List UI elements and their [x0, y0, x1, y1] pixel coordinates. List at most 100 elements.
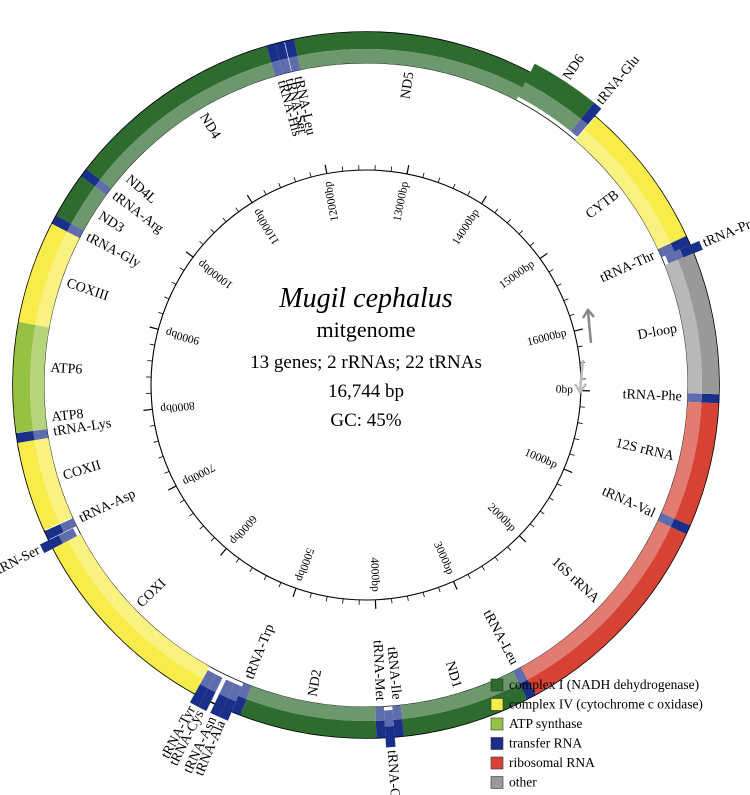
feature-trna-leu-30 [284, 39, 298, 59]
genome-subtitle: mitgenome [317, 317, 416, 342]
scale-tick [507, 546, 512, 551]
scale-tick [452, 183, 456, 189]
scale-tick [199, 240, 204, 245]
feature-trna-gln-7 [384, 725, 396, 748]
feature-trna-asp-17 [44, 524, 64, 540]
legend-swatch-other [490, 776, 504, 789]
feature-inner-trna-ser-16 [58, 528, 78, 544]
gene-label-atp6-21: ATP6 [50, 361, 83, 378]
scale-label: 11000bp [251, 206, 282, 246]
feature-trna-leu-4 [519, 679, 536, 700]
feature-inner-trna-phe-0 [687, 393, 702, 403]
scale-tick [452, 581, 458, 590]
feature-inner-trna-ser-29 [279, 58, 292, 74]
scale-label: 12000bp [322, 180, 341, 222]
scale-tick [179, 499, 185, 503]
feature-inner-trna-gly-23 [67, 223, 84, 238]
gene-label-nd3-24: ND3 [95, 209, 126, 236]
label-group-trna-ile-6: tRNA-Ile [384, 646, 404, 700]
scale-tick [149, 326, 159, 330]
scale-tick [199, 525, 204, 530]
scale-tick [539, 510, 545, 515]
scale-tick [179, 267, 185, 271]
gene-label-atp8-20: ATP8 [51, 407, 84, 425]
gene-label-coxi-15: COXI [134, 576, 169, 611]
scale-tick [529, 523, 535, 528]
feature-nd2-9 [240, 699, 377, 738]
gene-label-cytb-34: CYTB [583, 188, 622, 223]
feature-inner-trna-pro-36 [665, 249, 684, 264]
label-group-trna-glu-33: tRNA-Glu [594, 53, 643, 108]
gene-label-trna-thr-35: tRNA-Thr [598, 248, 658, 286]
feature-inner-trna-trp-10 [238, 682, 252, 700]
feature-trna-glu-33 [580, 102, 602, 125]
scale-tick [341, 166, 344, 172]
label-group-coxii-18: COXII [61, 458, 103, 484]
feature-trna-ser-16 [39, 535, 63, 554]
feature-nd6-32 [525, 63, 595, 119]
gene-label-coxii-18: COXII [61, 458, 103, 484]
scale-tick [507, 218, 511, 224]
scale-tick [164, 296, 170, 300]
feature-atp8-20 [13, 409, 34, 433]
gene-label-trna-glu-33: tRNA-Glu [594, 53, 643, 108]
feature-inner-nd5-31 [297, 49, 523, 101]
scale-label: 9000bp [164, 326, 201, 347]
scale-tick [167, 485, 177, 491]
scale-tick [577, 422, 583, 424]
label-group-nd6-32: ND6 [561, 52, 588, 83]
gene-label-d-loop-37: D-loop [637, 321, 679, 343]
scale-tick [342, 598, 344, 604]
species-name: Mugil cephalus [278, 283, 453, 314]
label-group-12s-rrna-1: 12S rRNA [614, 436, 676, 464]
feature-trna-lys-19 [16, 430, 35, 443]
feature-inner-nd6-32 [517, 82, 581, 132]
scale-tick [579, 406, 585, 408]
label-group-trna-phe-0: tRNA-Phe [622, 387, 682, 404]
scale-tick [548, 497, 554, 501]
forward-arrow [581, 307, 595, 344]
scale-tick [529, 242, 535, 247]
scale-label: 2000bp [485, 501, 518, 534]
scale-tick [249, 567, 253, 572]
scale-tick [143, 408, 153, 411]
scale-tick [563, 298, 569, 302]
scale-tick [438, 587, 441, 593]
scale-tick [539, 252, 548, 260]
scale-tick [556, 283, 562, 287]
feature-trna-gly-23 [51, 215, 72, 232]
scale-tick [235, 207, 240, 212]
feature-trna-ala-11 [219, 697, 236, 721]
feature-inner-trna-ile-6 [392, 705, 403, 720]
scale-tick [569, 453, 575, 456]
label-group-atp6-21: ATP6 [50, 361, 83, 378]
legend-swatch-rrna [490, 756, 504, 770]
scale-tick [548, 269, 554, 273]
label-group-trna-val-2: tRNA-Val [599, 484, 657, 521]
feature-trna-ile-6 [393, 719, 404, 737]
scale-tick [153, 440, 159, 443]
scale-label: 16000bp [526, 327, 568, 349]
label-group-trna-gln-7: tRNA-Gln [384, 750, 403, 795]
scale-tick [324, 164, 328, 174]
scale-tick [467, 574, 471, 579]
scale-tick [278, 582, 282, 588]
scale-tick [494, 556, 499, 562]
feature-inner-trna-tyr-14 [200, 670, 216, 689]
scale-tick [481, 195, 487, 204]
feature-d-loop-37 [677, 253, 719, 395]
feature-trna-ser-29 [275, 41, 289, 61]
feature-inner-trna-arg-25 [94, 179, 112, 195]
scale-tick [222, 217, 227, 223]
legend-swatch-complex-IV [490, 698, 504, 711]
label-group-trna-met-8: tRNA-Met [370, 640, 388, 701]
scale-tick [164, 471, 170, 474]
scale-tick [556, 483, 562, 487]
feature-inner-nd1-5 [400, 671, 520, 720]
feature-trna-tyr-14 [189, 684, 209, 707]
scale-tick [149, 424, 155, 427]
scale-tick [147, 360, 153, 362]
legend-label-trna: transfer RNA [509, 736, 582, 751]
feature-inner-trna-asp-17 [60, 518, 77, 533]
label-group-nd3-24: ND3 [95, 209, 126, 236]
